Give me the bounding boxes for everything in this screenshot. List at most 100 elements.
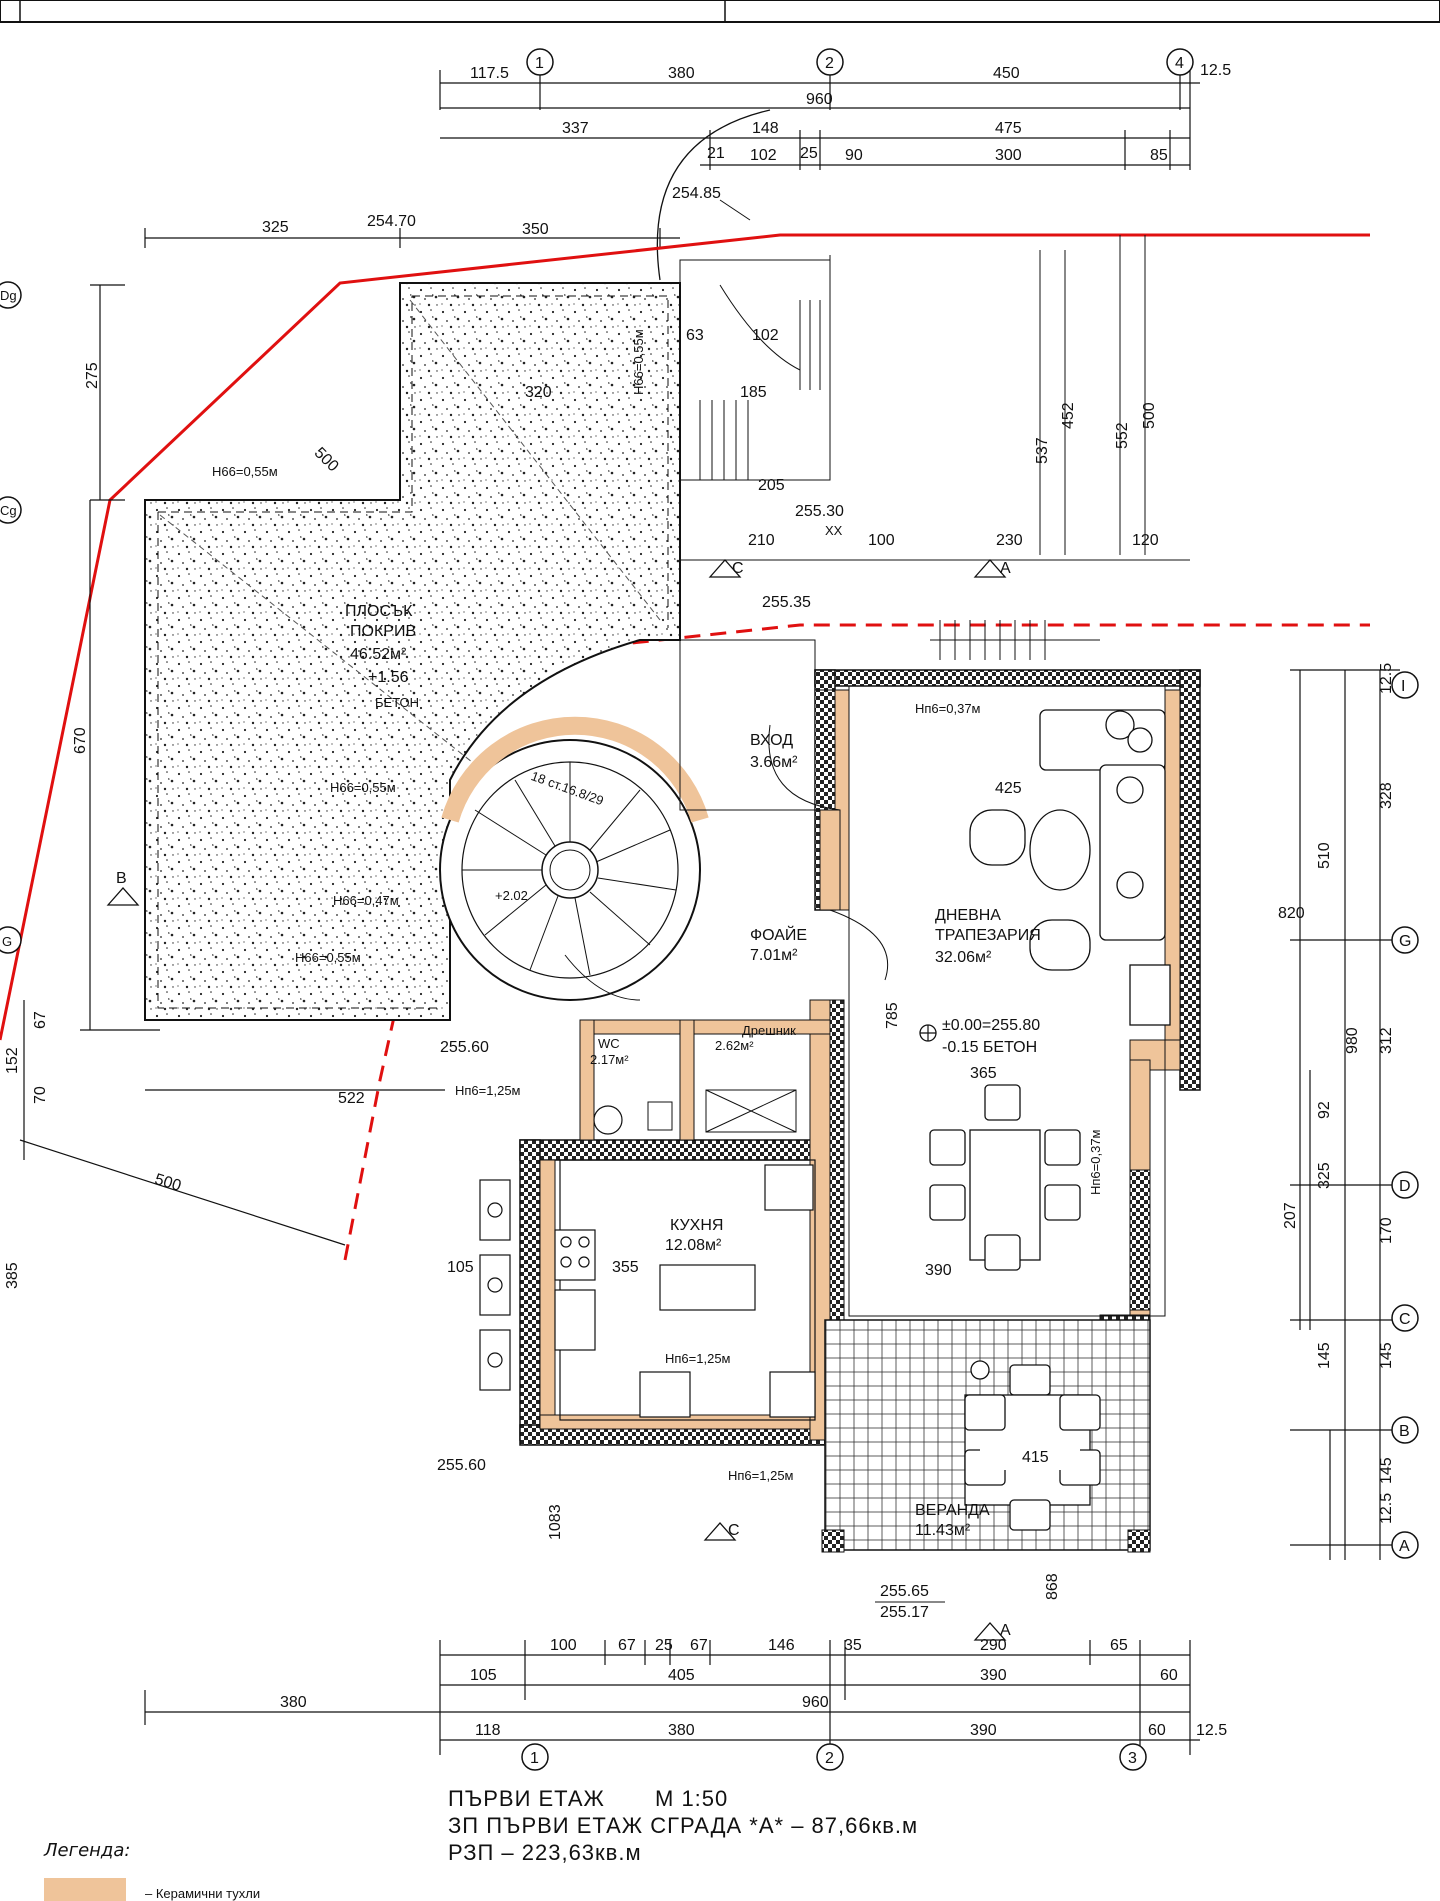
dim-537: 537 [1034, 437, 1051, 464]
terrace-name: ПЛОСЪК [345, 603, 413, 620]
property-boundary-dashed [343, 623, 1370, 1261]
dim-415: 415 [1022, 1449, 1049, 1466]
living-name: ДНЕВНА [935, 907, 1001, 924]
hb-veranda: Нп6=1,25м [728, 1468, 794, 1483]
title-scale: М 1:50 [655, 1786, 728, 1811]
hb-wc: Нп6=1,25м [455, 1083, 521, 1098]
dim-185: 185 [740, 384, 767, 401]
dim-300: 300 [995, 147, 1022, 164]
axis-left-dg: Dg [0, 288, 17, 303]
dim-230: 230 [996, 532, 1023, 549]
dim-r-207: 207 [1282, 1202, 1299, 1229]
dim-210: 210 [748, 532, 775, 549]
section-markers [106, 559, 1007, 1641]
zero-level: ±0.00=255.80 [942, 1017, 1040, 1034]
dim-102-entry: 102 [752, 327, 779, 344]
dim-12-5-top: 12.5 [1200, 62, 1231, 79]
dim-152: 152 [4, 1047, 21, 1074]
sheet-top-strip [0, 0, 1440, 23]
h66-e: Н66=0,55м [631, 329, 646, 395]
h66-b: Н66=0,55м [330, 780, 396, 795]
dim-960-top: 960 [806, 91, 833, 108]
dim-500-right: 500 [1141, 402, 1158, 429]
axis-left-cg: Cg [0, 503, 17, 518]
dim-b-12-5: 12.5 [1196, 1722, 1227, 1739]
dim-r-980: 980 [1344, 1027, 1361, 1054]
dim-r-145-b: 145 [1316, 1342, 1333, 1369]
axis-top-1: 1 [535, 55, 544, 72]
dim-390: 390 [925, 1262, 952, 1279]
dim-100-top: 100 [868, 532, 895, 549]
dim-85: 85 [1150, 147, 1168, 164]
legend-brick-swatch [44, 1878, 126, 1901]
dim-63: 63 [686, 327, 704, 344]
axis-bubbles-left: Dg Cg G [0, 281, 22, 954]
pantry-name: Дрешник [742, 1023, 796, 1038]
terrace-top-dims [144, 228, 680, 248]
dim-868: 868 [1044, 1573, 1061, 1600]
zero-level-marker: ±0.00=255.80 -0.15 БЕТОН [919, 1017, 1040, 1056]
wc-area: 2.17м² [590, 1052, 629, 1067]
dim-b-380-b: 380 [668, 1722, 695, 1739]
entrance-room [679, 639, 841, 811]
section-c-bottom: C [728, 1522, 740, 1539]
dim-b-405: 405 [668, 1667, 695, 1684]
dim-b-67-a: 67 [618, 1637, 636, 1654]
kitchen-room [554, 1159, 816, 1421]
dining-set [929, 1084, 1081, 1271]
dim-552: 552 [1114, 422, 1131, 449]
dim-1083: 1083 [547, 1504, 564, 1540]
tv-unit [1129, 964, 1171, 1026]
axis-right-a: A [1399, 1538, 1410, 1555]
axis-bottom-1: 1 [530, 1750, 539, 1767]
h66-c: Н66=0,47м [333, 893, 399, 908]
dim-r-145-a: 145 [1378, 1342, 1395, 1369]
dim-b-100: 100 [550, 1637, 577, 1654]
pantry-room [693, 1033, 811, 1141]
legend-brick-label: – Керамични тухли [145, 1886, 260, 1901]
kitchen-area: 12.08м² [665, 1237, 722, 1254]
dim-r-328: 328 [1378, 782, 1395, 809]
foyer-name: ФОАЙЕ [750, 925, 807, 944]
legend: Легенда: – Керамични тухли [43, 1840, 260, 1901]
dim-500-bottom: 500 [153, 1171, 184, 1195]
dim-b-380-a: 380 [280, 1694, 307, 1711]
pantry-area: 2.62м² [715, 1038, 754, 1053]
entrance-name: ВХОД [750, 732, 793, 749]
kitchen-name: КУХНЯ [670, 1217, 723, 1234]
dim-117-5: 117.5 [470, 65, 509, 82]
level-255-30: 255.30 [795, 503, 844, 520]
dim-385-left: 385 [4, 1262, 21, 1289]
living-name2: ТРАПЕЗАРИЯ [935, 927, 1041, 944]
dim-670: 670 [72, 727, 89, 754]
dim-425: 425 [995, 780, 1022, 797]
dim-b-67-b: 67 [690, 1637, 708, 1654]
dim-b-105: 105 [470, 1667, 497, 1684]
entry-steps [679, 255, 1100, 660]
bottom-dimension-lines [144, 1640, 1200, 1755]
dim-r-312: 312 [1378, 1027, 1395, 1054]
section-a-bottom: A [1000, 1622, 1011, 1639]
terrace-note: БЕТОН [375, 695, 419, 710]
top-dim-row1-labels: 117.5 380 450 12.5 960 337 148 475 21 10… [470, 62, 1231, 164]
dim-r-325: 325 [1316, 1162, 1333, 1189]
axis-top-4: 4 [1175, 55, 1184, 72]
level-255-35: 255.35 [762, 594, 811, 611]
h66-d: Н66=0,55м [295, 950, 361, 965]
level-255-60-b: 255.60 [437, 1457, 486, 1474]
stair-level: +2.02 [495, 888, 528, 903]
dim-r-170: 170 [1378, 1217, 1395, 1244]
dim-b-960: 960 [802, 1694, 829, 1711]
dim-b-35: 35 [844, 1637, 862, 1654]
level-255-60-a: 255.60 [440, 1039, 489, 1056]
axis-right-i: I [1401, 678, 1405, 695]
dim-380-top: 380 [668, 65, 695, 82]
dim-b-25: 25 [655, 1637, 673, 1654]
level-xx: XX [825, 523, 843, 538]
dim-b-390-b: 390 [970, 1722, 997, 1739]
dim-325: 325 [262, 219, 289, 236]
axis-bottom-3: 3 [1128, 1750, 1137, 1767]
dim-450-top: 450 [993, 65, 1020, 82]
spiral-staircase [439, 716, 709, 1001]
dim-25: 25 [800, 145, 818, 162]
